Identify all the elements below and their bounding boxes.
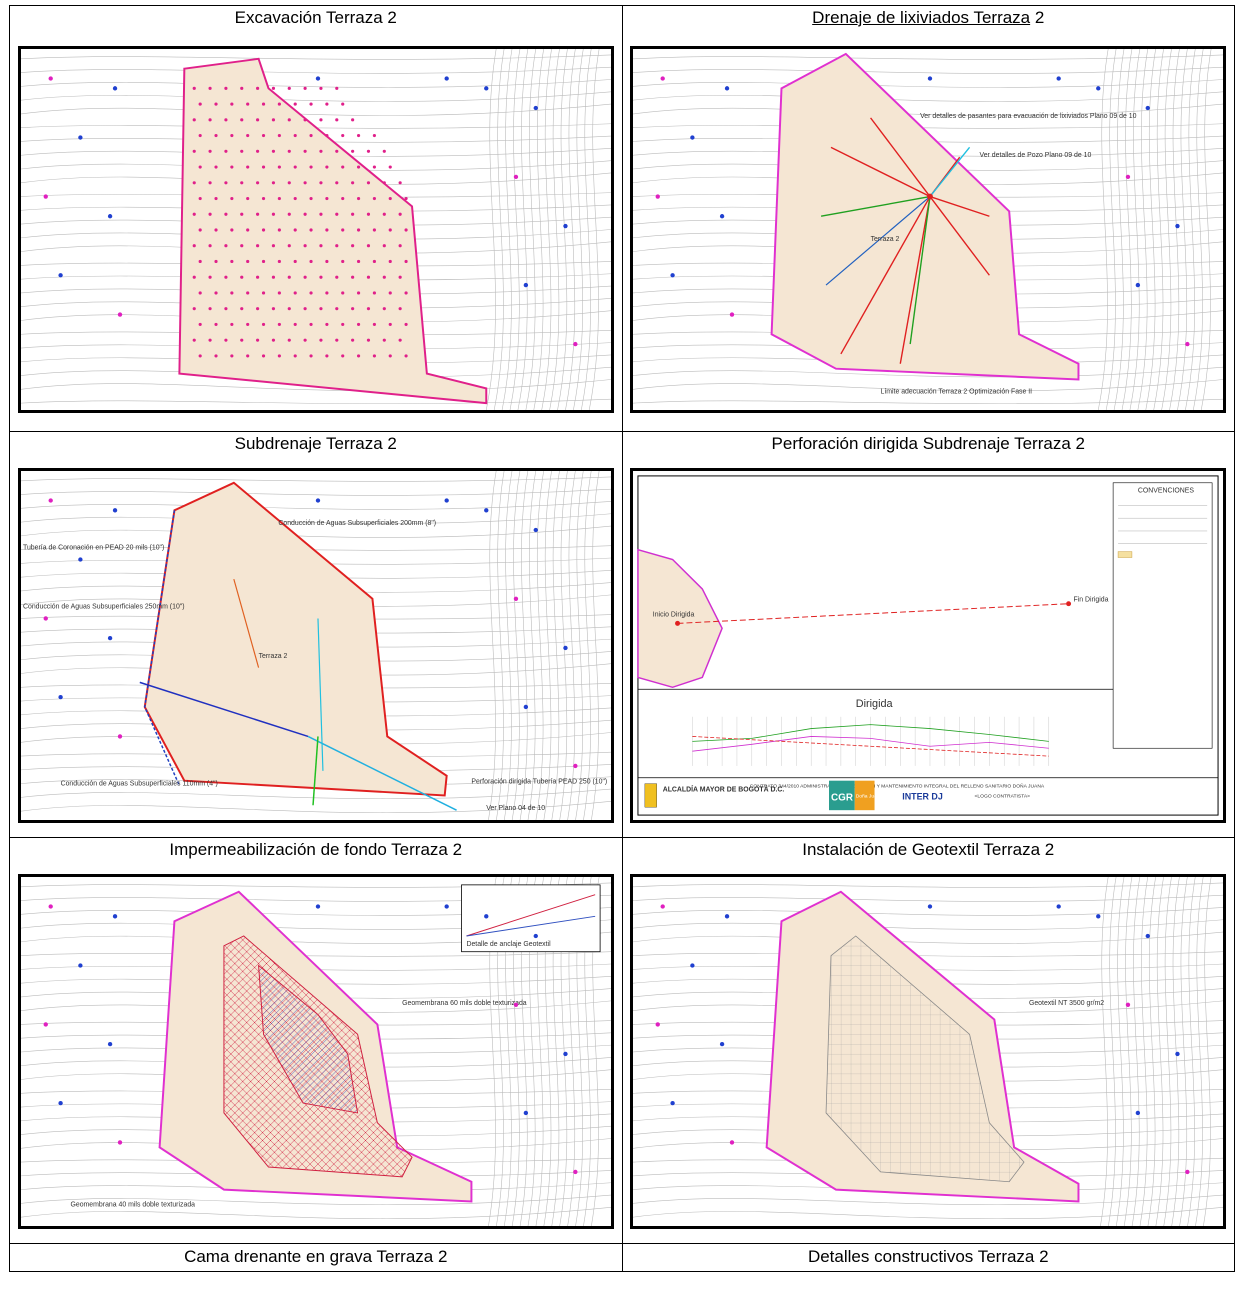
svg-text:Límite adecuación Terraza 2 Op: Límite adecuación Terraza 2 Optimización…: [881, 388, 1033, 395]
panel-caption: Perforación dirigida Subdrenaje Terraza …: [771, 434, 1085, 453]
svg-text:INTER DJ: INTER DJ: [903, 791, 944, 801]
svg-text:Conducción de Aguas Subsuperfi: Conducción de Aguas Subsuperficiales 200…: [278, 520, 436, 527]
panel-caption: Excavación Terraza 2: [234, 8, 397, 27]
grid-row-2: Subdrenaje Terraza 2 Terraza 2 Conducció…: [10, 432, 1234, 838]
panel-caption: Drenaje de lixiviados Terraza 2: [812, 8, 1045, 27]
map-subdrenaje: Terraza 2 Conducción de Aguas Subsuperfi…: [17, 467, 614, 823]
panel-caption: Detalles constructivos Terraza 2: [807, 1247, 1049, 1266]
svg-text:CGR: CGR: [831, 792, 853, 803]
svg-text:Geotextil NT 3500 gr/m2: Geotextil NT 3500 gr/m2: [1029, 999, 1104, 1006]
svg-text:Ver detalles de Pozo Plano 09: Ver detalles de Pozo Plano 09 de 10: [980, 152, 1092, 159]
panel-impermeabilizacion: Impermeabilización de fondo Terraza 2 De…: [10, 838, 623, 1243]
svg-text:Perforación dirigida Tubería P: Perforación dirigida Tubería PEAD 250 (1…: [471, 778, 607, 785]
map-impermeabilizacion: Detalle de anclaje Geotextil Geomembrana…: [17, 873, 614, 1229]
svg-text:CONTRATO 344/2010 ADMINISTRACI: CONTRATO 344/2010 ADMINISTRACIÓN, OPERAC…: [750, 782, 1045, 789]
grid-row-4: Cama drenante en grava Terraza 2 Detalle…: [10, 1244, 1234, 1271]
svg-text:Detalle de anclaje Geotextil: Detalle de anclaje Geotextil: [466, 940, 551, 947]
svg-text:Tubería de Coronación en PEAD: Tubería de Coronación en PEAD 20 mils (1…: [23, 544, 164, 551]
panel-subdrenaje: Subdrenaje Terraza 2 Terraza 2 Conducció…: [10, 432, 623, 837]
panel-detalles: Detalles constructivos Terraza 2: [623, 1244, 1235, 1271]
svg-text:ALCALDÍA MAYOR DE BOGOTÁ D.C.: ALCALDÍA MAYOR DE BOGOTÁ D.C.: [663, 784, 785, 793]
panel-perforacion: Perforación dirigida Subdrenaje Terraza …: [623, 432, 1235, 837]
panel-caption: Cama drenante en grava Terraza 2: [184, 1247, 448, 1266]
svg-text:Inicio Dirigida: Inicio Dirigida: [653, 611, 695, 618]
svg-text:Ver detalles de pasantes para: Ver detalles de pasantes para evacuación…: [920, 112, 1137, 119]
map-excavacion: [17, 45, 614, 413]
panel-caption: Impermeabilización de fondo Terraza 2: [169, 840, 463, 859]
panel-excavacion: Excavación Terraza 2: [10, 6, 623, 431]
figure-grid: Excavación Terraza 2 Drenaje de lixiviad…: [9, 5, 1235, 1272]
panel-cama-drenante: Cama drenante en grava Terraza 2: [10, 1244, 623, 1271]
map-perforacion: CONVENCIONES Inicio Dirigida Fin Dirigid…: [630, 467, 1227, 823]
svg-text:CONVENCIONES: CONVENCIONES: [1138, 487, 1194, 494]
svg-text:Terraza 2: Terraza 2: [871, 235, 900, 242]
panel-drenaje: Drenaje de lixiviados Terraza 2 Te: [623, 6, 1235, 431]
svg-text:Ver Plano 04 de 10: Ver Plano 04 de 10: [486, 805, 545, 812]
grid-row-3: Impermeabilización de fondo Terraza 2 De…: [10, 838, 1234, 1244]
map-geotextil: Geotextil NT 3500 gr/m2: [630, 873, 1227, 1229]
svg-text:Geomembrana 40 mils doble text: Geomembrana 40 mils doble texturizada: [70, 1201, 195, 1208]
svg-text:Dirigida: Dirigida: [856, 697, 894, 709]
grid-row-1: Excavación Terraza 2 Drenaje de lixiviad…: [10, 6, 1234, 432]
map-drenaje: Terraza 2 Ver detalles de pasantes para …: [630, 45, 1227, 413]
svg-text:Conducción de Aguas Subsuperfi: Conducción de Aguas Subsuperficiales 250…: [23, 603, 185, 610]
svg-text:Geomembrana 60 mils doble text: Geomembrana 60 mils doble texturizada: [402, 999, 527, 1006]
panel-caption: Subdrenaje Terraza 2: [234, 434, 397, 453]
svg-text:Doña Juana: Doña Juana: [856, 793, 883, 799]
panel-geotextil: Instalación de Geotextil Terraza 2 Geote…: [623, 838, 1235, 1243]
svg-text:Fin Dirigida: Fin Dirigida: [1074, 596, 1109, 603]
panel-caption: Instalación de Geotextil Terraza 2: [802, 840, 1055, 859]
svg-text:Conducción de Aguas Subsuperfi: Conducción de Aguas Subsuperficiales 110…: [60, 780, 217, 787]
svg-text:Terraza 2: Terraza 2: [258, 652, 287, 659]
svg-text:<LOGO CONTRATISTA>: <LOGO CONTRATISTA>: [975, 793, 1031, 799]
